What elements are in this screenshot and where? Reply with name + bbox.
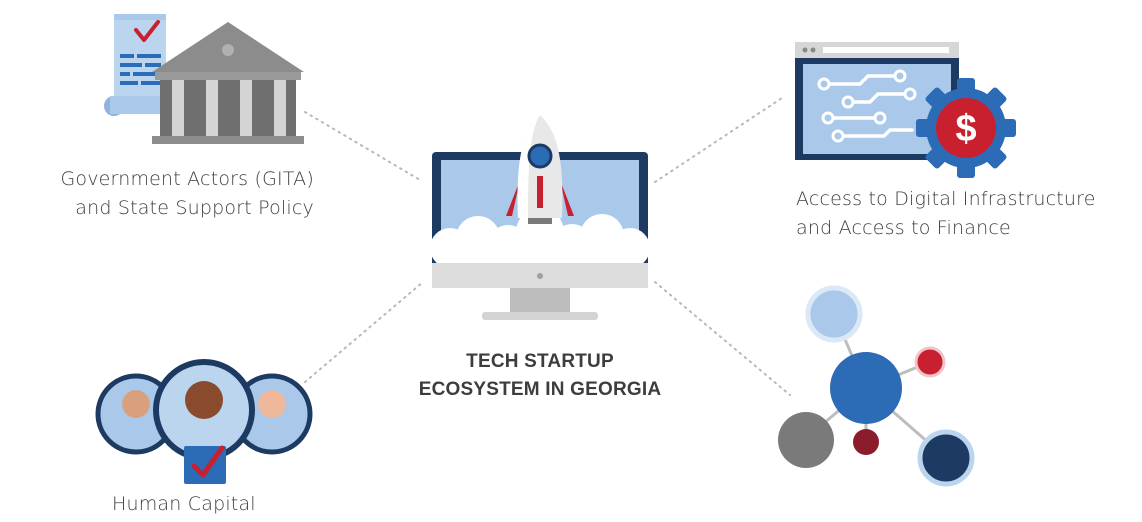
circuit-lines bbox=[822, 74, 914, 138]
connector-human bbox=[304, 281, 424, 383]
connector-lines bbox=[304, 97, 791, 396]
digital-label: Access to Digital Infrastructure and Acc… bbox=[796, 185, 1136, 243]
document-icon bbox=[104, 14, 176, 116]
government-label-line2: and State Support Policy bbox=[75, 197, 314, 219]
center-title: TECH STARTUP ECOSYSTEM IN GEORGIA bbox=[370, 348, 710, 404]
human-capital-label: Human Capital bbox=[112, 490, 312, 519]
connector-government bbox=[304, 111, 421, 181]
digital-label-line1: Access to Digital Infrastructure bbox=[796, 188, 1096, 210]
gear-icon: $ bbox=[916, 78, 1016, 178]
center-title-line1: TECH STARTUP bbox=[466, 351, 614, 372]
monitor-icon bbox=[430, 115, 650, 320]
people-group-icon bbox=[95, 359, 313, 484]
dollar-symbol: $ bbox=[955, 108, 976, 150]
human-capital-label-line1: Human Capital bbox=[112, 493, 256, 515]
network-molecule-icon bbox=[778, 285, 975, 487]
circuit-finance-icon: $ bbox=[795, 42, 1016, 178]
digital-label-line2: and Access to Finance bbox=[796, 217, 1011, 239]
rocket-icon bbox=[506, 115, 574, 224]
center-title-line2: ECOSYSTEM IN GEORGIA bbox=[418, 379, 662, 400]
building-icon bbox=[152, 22, 304, 144]
government-label-line1: Government Actors (GITA) bbox=[60, 168, 314, 190]
government-building-icon bbox=[104, 14, 304, 144]
connector-digital bbox=[654, 97, 783, 183]
government-label: Government Actors (GITA) and State Suppo… bbox=[10, 165, 314, 223]
